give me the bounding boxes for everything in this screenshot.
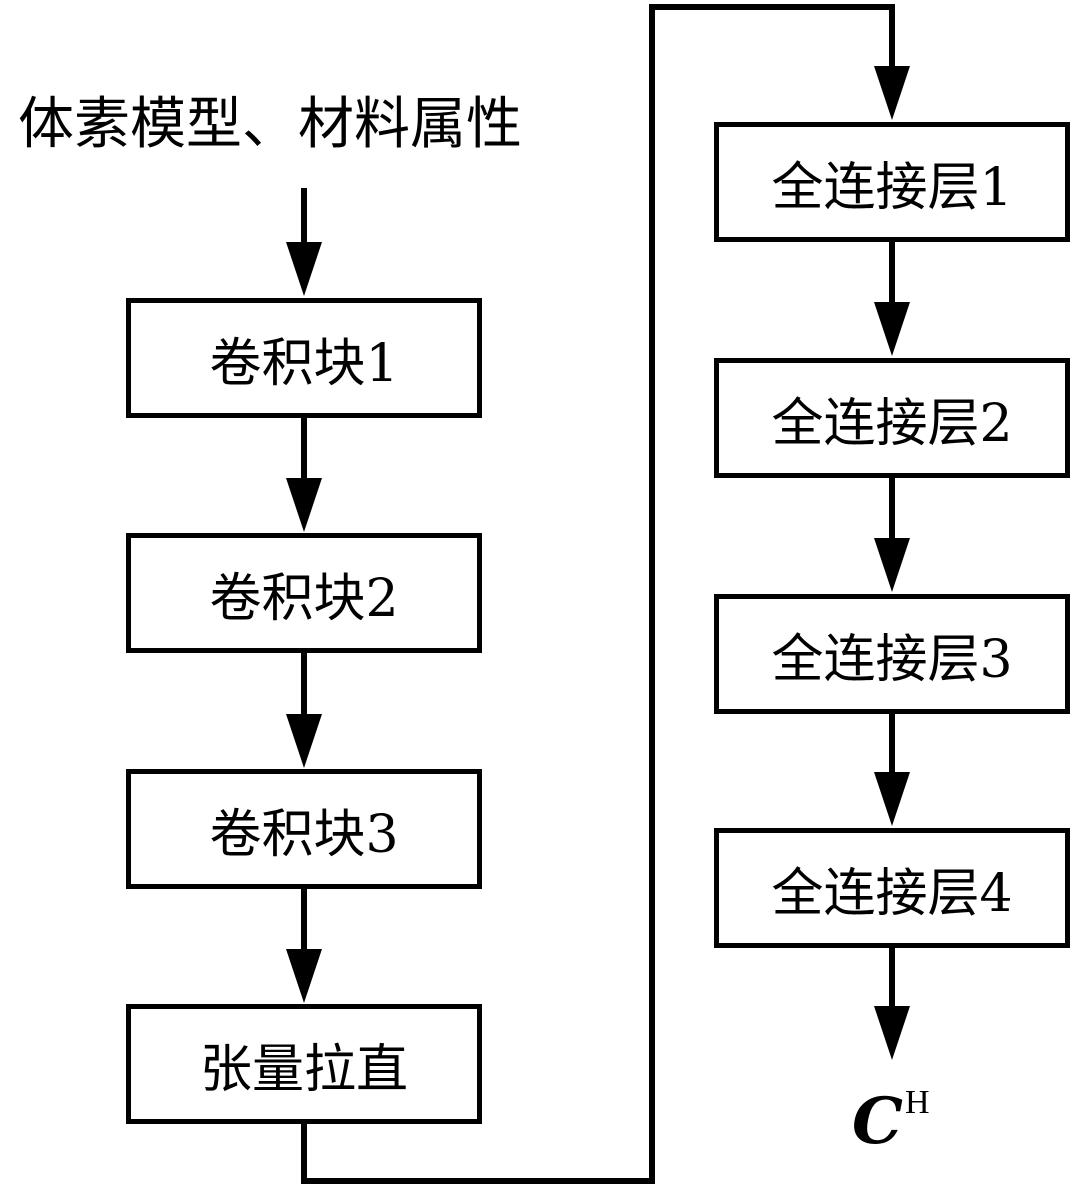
fc-layer-4: 全连接层4	[714, 828, 1070, 948]
output-label: CH	[852, 1082, 930, 1162]
arrow-fc2-to-fc3	[874, 478, 910, 592]
arrow-fc3-to-fc4	[874, 714, 910, 826]
fc-layer-4-label: 全连接层4	[771, 863, 1013, 924]
arrow-conv3-to-flatten	[286, 889, 322, 1003]
arrow-fc1-to-fc2	[874, 242, 910, 356]
input-label: 体素模型、材料属性	[18, 92, 522, 157]
connector-flatten-to-fc1	[301, 4, 910, 1184]
arrow-input-to-conv1	[286, 188, 322, 296]
output-superscript: H	[904, 1084, 930, 1121]
fc-layer-2: 全连接层2	[714, 358, 1070, 478]
flatten-block-label: 张量拉直	[199, 1039, 408, 1100]
conv-block-2: 卷积块2	[126, 533, 482, 653]
arrow-conv2-to-conv3	[286, 653, 322, 768]
conv-block-1-label: 卷积块1	[209, 333, 399, 394]
fc-layer-1-label: 全连接层1	[771, 157, 1013, 218]
output-symbol: C	[852, 1084, 903, 1159]
conv-block-1: 卷积块1	[126, 298, 482, 418]
arrow-conv1-to-conv2	[286, 418, 322, 532]
conv-block-3: 卷积块3	[126, 769, 482, 889]
fc-layer-3: 全连接层3	[714, 594, 1070, 714]
arrow-fc4-to-output	[874, 948, 910, 1060]
conv-block-3-label: 卷积块3	[209, 804, 399, 865]
conv-block-2-label: 卷积块2	[209, 568, 399, 629]
fc-layer-2-label: 全连接层2	[771, 393, 1013, 454]
fc-layer-1: 全连接层1	[714, 122, 1070, 242]
flatten-block: 张量拉直	[126, 1004, 482, 1124]
fc-layer-3-label: 全连接层3	[771, 629, 1013, 690]
